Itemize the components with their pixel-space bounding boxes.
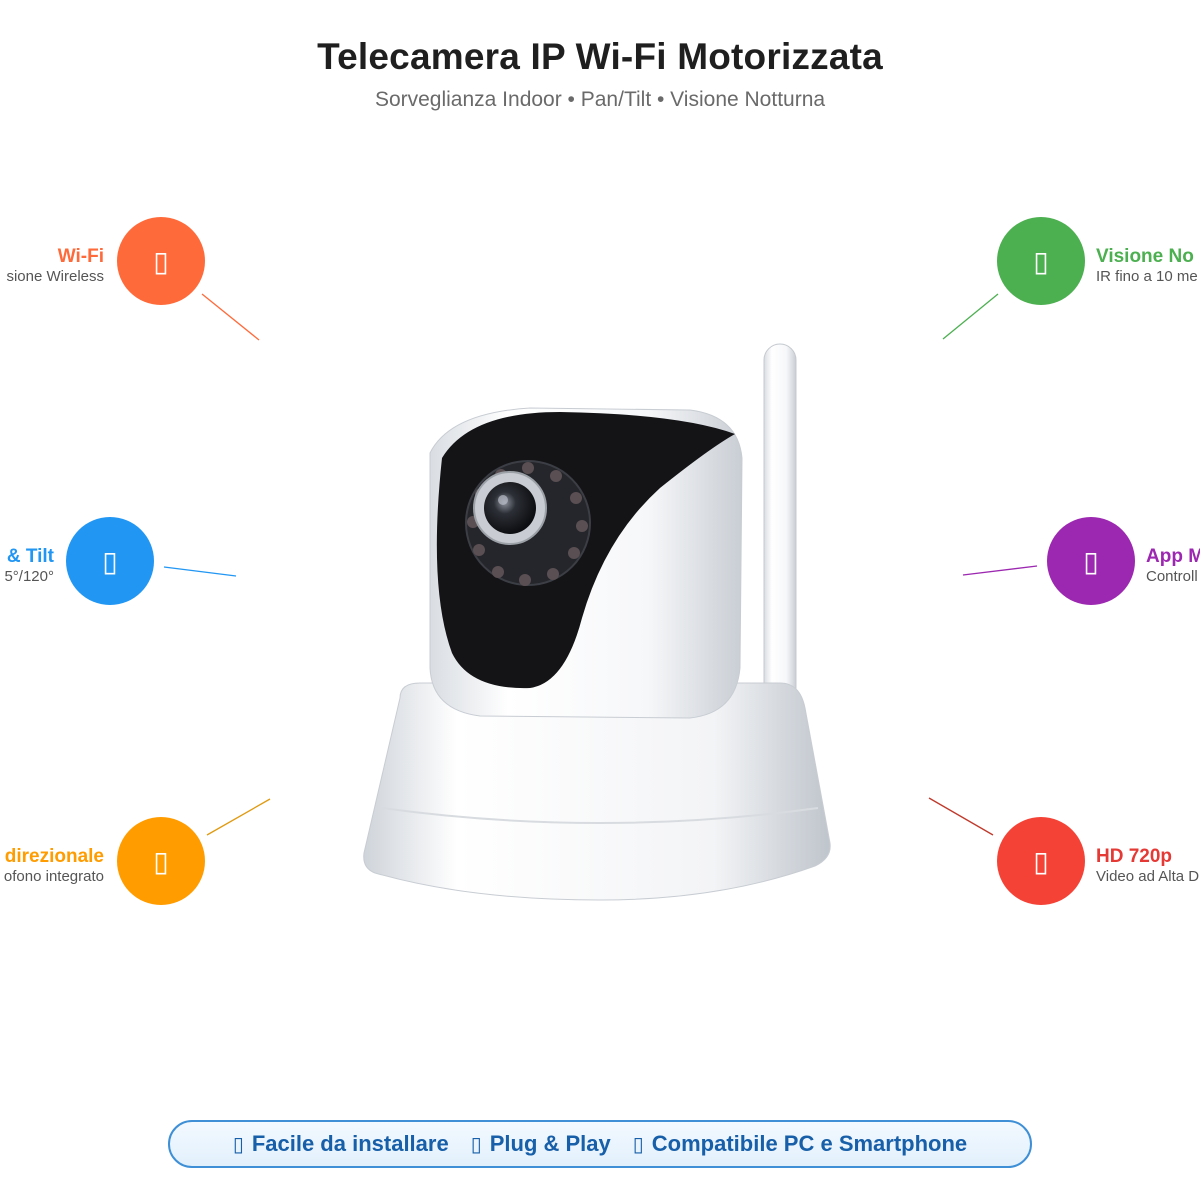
feature-wifi-subtitle: sione Wireless [6,268,104,285]
feature-wifi: Wi-Fi sione Wireless [6,246,104,286]
antenna [763,343,797,705]
feature-app-subtitle: Controll [1146,568,1198,585]
banner-item-compat: ▯ Compatibile PC e Smartphone [633,1131,967,1157]
connector-night [942,293,999,340]
feature-audio: direzionale ofono integrato [4,846,104,886]
camera-illustration [363,343,831,901]
wifi-bubble: ▯ [117,217,205,305]
pan-tilt-icon: ▯ [102,545,118,577]
banner-item-plug: ▯ Plug & Play [471,1131,611,1157]
feature-hd-subtitle: Video ad Alta D [1096,868,1200,885]
connector-app [962,565,1038,576]
connector-pantilt [163,566,237,577]
feature-night: Visione No IR fino a 10 me [1096,246,1198,286]
microphone-icon: ▯ [153,845,169,877]
video-icon: ▯ [1033,845,1049,877]
pan-tilt-bubble: ▯ [66,517,154,605]
check-icon: ▯ [232,1133,244,1156]
connector-wifi [201,293,260,341]
banner-item-install: ▯ Facile da installare [233,1131,449,1157]
feature-wifi-title: Wi-Fi [57,246,104,267]
connector-audio [206,798,271,836]
connector-hd [928,797,994,836]
feature-audio-title: direzionale [4,846,104,867]
feature-banner: ▯ Facile da installare ▯ Plug & Play ▯ C… [168,1120,1032,1168]
moon-icon: ▯ [1033,245,1049,277]
feature-pantilt-title: & Tilt [6,546,54,567]
devices-icon: ▯ [632,1133,644,1156]
banner-label-compat: Compatibile PC e Smartphone [651,1131,968,1156]
smartphone-icon: ▯ [1083,545,1099,577]
feature-hd: HD 720p Video ad Alta D [1096,846,1199,886]
feature-hd-title: HD 720p [1096,846,1173,867]
night-vision-bubble: ▯ [997,217,1085,305]
feature-audio-subtitle: ofono integrato [3,868,104,885]
page-title: Telecamera IP Wi-Fi Motorizzata [317,36,883,77]
hd-bubble: ▯ [997,817,1085,905]
banner-label-install: Facile da installare [251,1131,449,1156]
audio-bubble: ▯ [117,817,205,905]
feature-night-subtitle: IR fino a 10 me [1096,268,1198,285]
feature-night-title: Visione No [1096,246,1194,267]
banner-label-plug: Plug & Play [489,1131,611,1156]
feature-app-title: App M [1146,546,1200,567]
camera-base [363,682,831,901]
feature-pantilt: & Tilt 5°/120° [4,546,54,586]
feature-pantilt-subtitle: 5°/120° [4,568,54,585]
wifi-icon: ▯ [153,245,169,277]
app-bubble: ▯ [1047,517,1135,605]
plug-icon: ▯ [470,1133,482,1156]
lens [484,482,536,534]
page-subtitle: Sorveglianza Indoor • Pan/Tilt • Visione… [374,88,826,111]
feature-app: App M Controll [1146,546,1200,586]
